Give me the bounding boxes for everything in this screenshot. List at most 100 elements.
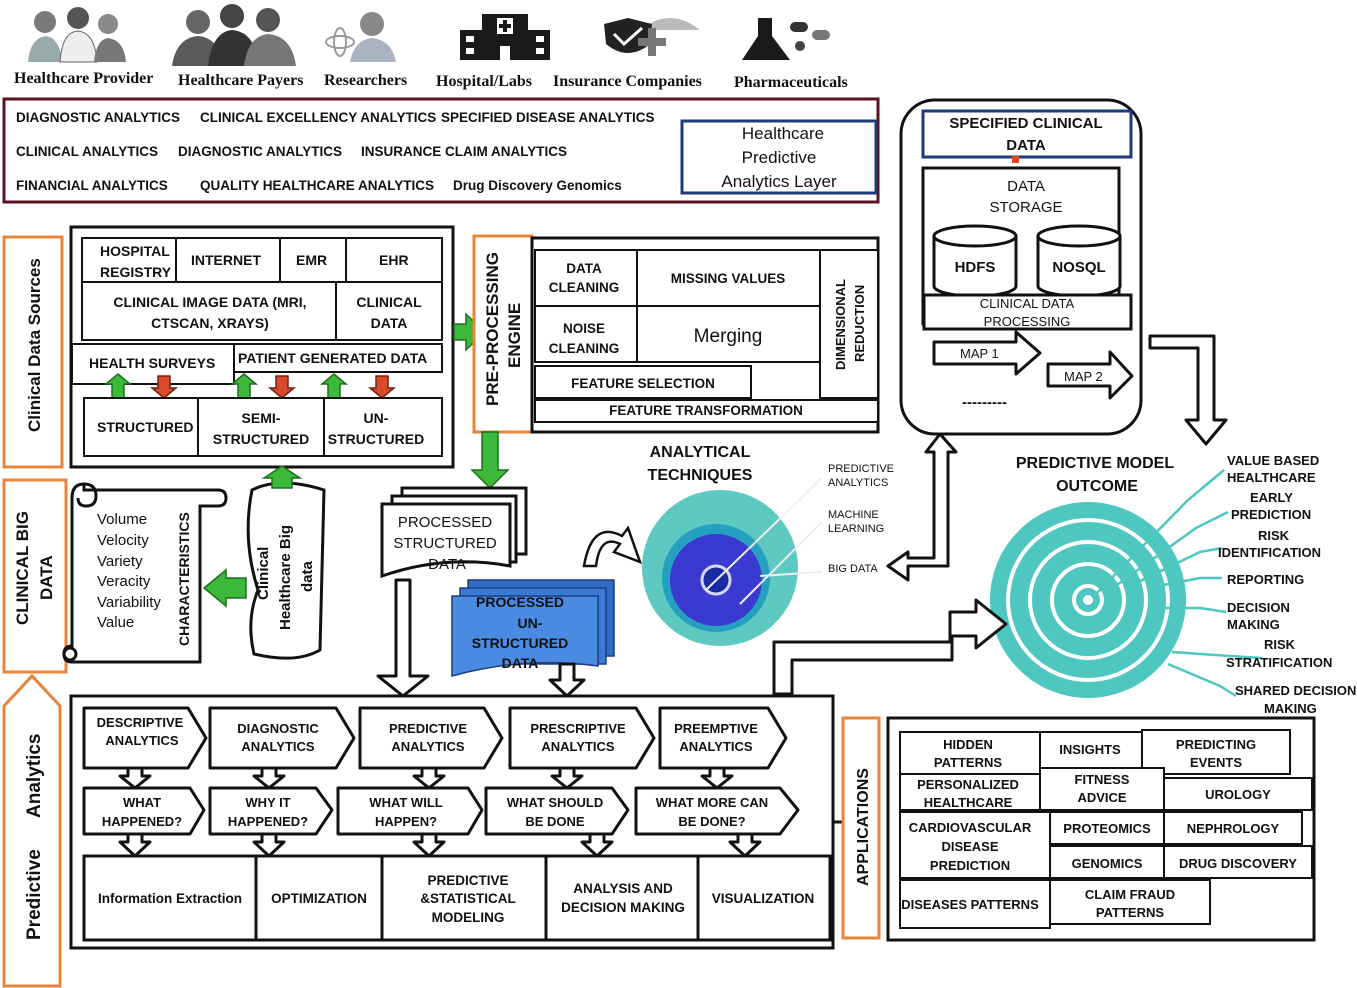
processed-unstructured-label: PROCESSED	[476, 594, 564, 610]
data-storage-label: STORAGE	[989, 199, 1062, 216]
application-label: PREDICTING	[1176, 737, 1256, 752]
processed-structured-label: DATA	[428, 556, 466, 573]
to-outcome-arrow	[1148, 334, 1228, 446]
predictive-analytics-label: Analytics	[24, 734, 45, 818]
method-label: Information Extraction	[98, 891, 242, 906]
health-surveys-label: HEALTH SURVEYS	[89, 355, 215, 371]
application-label: CLAIM FRAUD	[1085, 887, 1175, 902]
insurance-shield-umbrella-icon	[604, 18, 700, 56]
doctors-group-icon	[28, 7, 126, 63]
patient-generated-label: PATIENT GENERATED DATA	[238, 350, 427, 366]
map2-arrow	[1046, 350, 1134, 400]
processed-unstructured-label: STRUCTURED	[472, 635, 568, 651]
technique-label: MACHINE	[828, 509, 879, 521]
analytics-layer-title: Analytics Layer	[721, 172, 837, 191]
analytics-type-label: ANALYTICS	[105, 733, 179, 748]
analytics-layer-frame	[2, 97, 880, 204]
question-label: WHAT	[123, 795, 161, 810]
researcher-icon	[325, 12, 396, 62]
dashes-label: ---------	[962, 394, 1007, 411]
application-label: FITNESS	[1075, 772, 1130, 787]
analytics-layer-title: Healthcare	[742, 124, 824, 143]
characteristic-item: Value	[97, 614, 134, 631]
characteristic-item: Variability	[97, 594, 161, 611]
analytics-type-row	[82, 706, 788, 770]
technique-label: LEARNING	[828, 523, 884, 535]
hospital-building-icon	[460, 14, 550, 60]
internet-label: INTERNET	[191, 252, 261, 268]
outcome-item: RISK	[1258, 528, 1290, 543]
emr-label: EMR	[296, 252, 327, 268]
clinical-data-box	[335, 281, 443, 341]
noise-cleaning-label: CLEANING	[549, 341, 620, 356]
noise-cleaning-label: NOISE	[563, 321, 605, 336]
healthcare-big-data-scroll	[246, 481, 326, 660]
application-label: DISEASES PATTERNS	[901, 897, 1039, 912]
analytical-techniques-title: ANALYTICAL	[650, 444, 751, 461]
dimensional-reduction-box	[819, 249, 879, 399]
hospital-registry-label: HOSPITAL	[100, 243, 170, 259]
question-label: WHAT WILL	[369, 795, 442, 810]
clinical-data-processing-label: CLINICAL DATA	[980, 296, 1075, 311]
analytics-type-shape	[208, 706, 356, 770]
outcome-connector-lines	[1093, 469, 1263, 698]
dimensional-reduction-label: REDUCTION	[852, 285, 867, 362]
analytics-type-label: PREDICTIVE	[389, 721, 467, 736]
feature-selection-box	[534, 365, 752, 399]
application-label: ADVICE	[1077, 790, 1126, 805]
characteristic-item: Velocity	[97, 532, 149, 549]
health-surveys-box	[71, 343, 235, 385]
feature-transformation-label: FEATURE TRANSFORMATION	[609, 403, 803, 418]
outcome-item: STRATIFICATION	[1226, 655, 1332, 670]
clinical-data-processing-box	[922, 293, 1133, 331]
image-data-box	[81, 281, 337, 341]
analytics-item: Drug Discovery Genomics	[453, 178, 622, 193]
unstructured-label: STRUCTURED	[328, 431, 424, 447]
stakeholder-label-researchers: Researchers	[324, 72, 407, 89]
analytical-techniques-disc	[642, 477, 823, 646]
question-label: WHAT SHOULD	[507, 795, 604, 810]
applications-grid	[899, 729, 1313, 929]
stakeholder-label-pharma: Pharmaceuticals	[734, 74, 848, 91]
patient-generated-box	[233, 343, 443, 373]
analytics-layer-list: DIAGNOSTIC ANALYTICS CLINICAL EXCELLENCY…	[16, 110, 655, 193]
semi-structured-label: SEMI-	[242, 410, 281, 426]
analytics-type-shape	[508, 706, 656, 770]
preprocessing-label: ENGINE	[505, 303, 524, 368]
structured-label: STRUCTURED	[97, 419, 193, 435]
feature-selection-label: FEATURE SELECTION	[571, 376, 715, 391]
application-label: DISEASE	[941, 839, 998, 854]
processed-structured-docs	[380, 486, 528, 579]
data-cleaning-label: DATA	[566, 261, 602, 276]
question-label: BE DONE	[525, 814, 585, 829]
feature-transformation-box	[534, 399, 879, 423]
stakeholder-label-insurance: Insurance Companies	[553, 73, 702, 90]
ehr-box	[345, 237, 443, 283]
analytics-type-label: DESCRIPTIVE	[97, 715, 184, 730]
predictive-analytics-side-arrow	[2, 673, 62, 988]
lab-flask-pills-icon	[742, 18, 830, 60]
image-data-label: CTSCAN, XRAYS)	[151, 315, 269, 331]
dimensional-reduction-label: DIMENSIONAL	[833, 279, 848, 370]
technique-label: ANALYTICS	[828, 477, 888, 489]
method-label: VISUALIZATION	[712, 891, 815, 906]
hdfs-label: HDFS	[955, 259, 996, 276]
characteristic-item: Volume	[97, 511, 147, 528]
outcome-item: PREDICTION	[1231, 507, 1311, 522]
application-label: PROTEOMICS	[1063, 821, 1151, 836]
analytics-item: SPECIFIED DISEASE ANALYTICS	[441, 110, 655, 125]
hospital-registry-label: REGISTRY	[100, 264, 172, 280]
processed-unstructured-docs	[451, 579, 615, 677]
processed-structured-label: STRUCTURED	[393, 535, 496, 552]
curved-arrow	[582, 525, 643, 568]
people-group-icon	[172, 4, 296, 66]
characteristic-item: Veracity	[97, 573, 151, 590]
clinical-big-data-label: CLINICAL BIG	[13, 511, 32, 625]
technique-label: PREDICTIVE	[828, 463, 894, 475]
analytics-item: DIAGNOSTIC ANALYTICS	[178, 144, 342, 159]
outcome-item: HEALTHCARE	[1227, 470, 1316, 485]
method-label: MODELING	[432, 910, 505, 925]
applications-side-box	[841, 716, 881, 940]
application-label: HIDDEN	[943, 737, 993, 752]
characteristics-label: CHARACTERISTICS	[176, 512, 192, 646]
